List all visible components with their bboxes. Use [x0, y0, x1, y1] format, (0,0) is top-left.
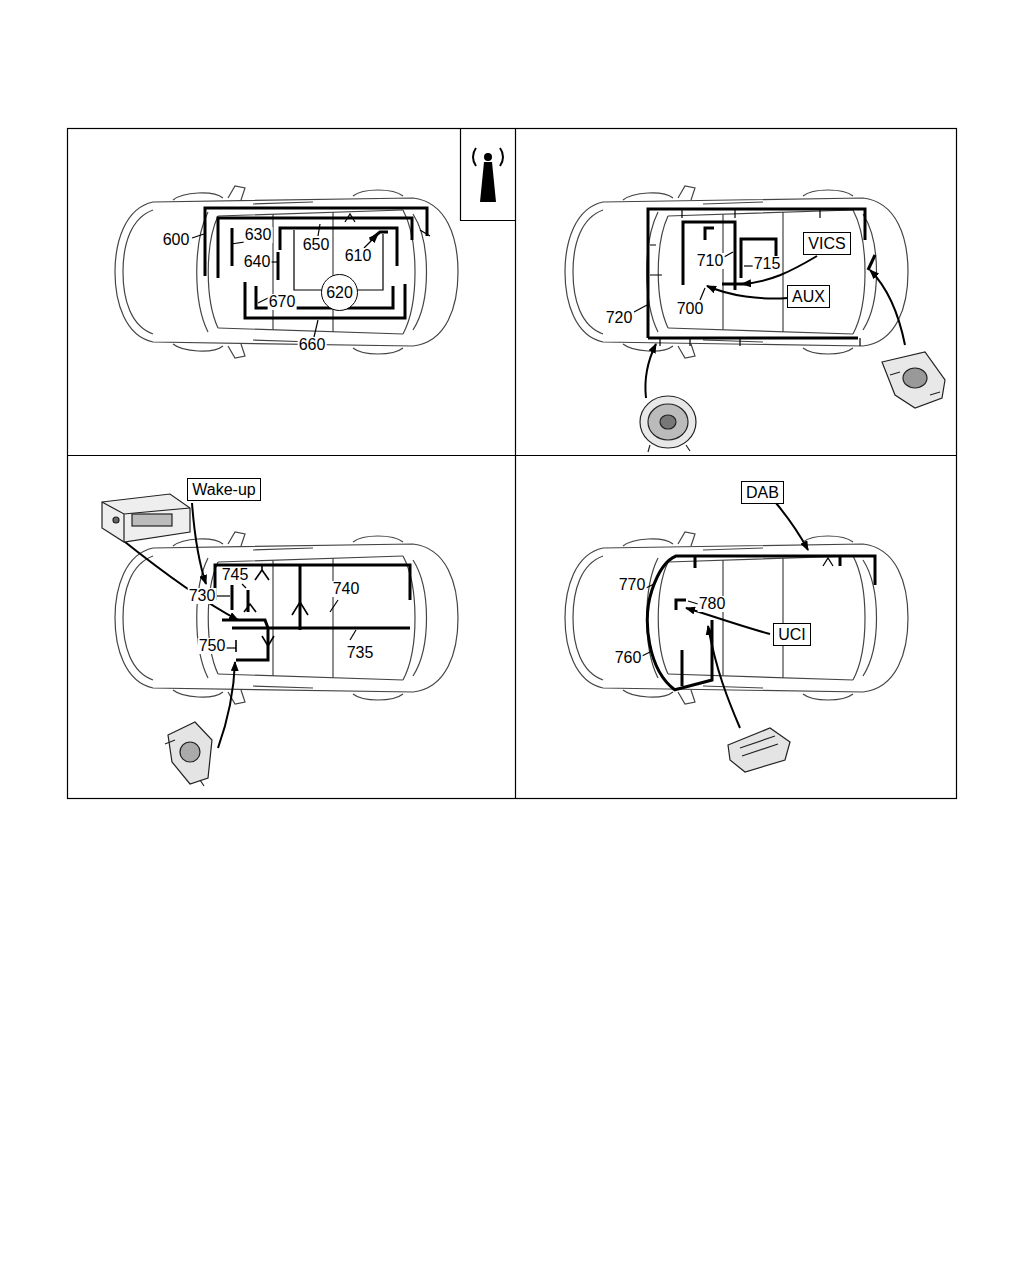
callout-circle: 620 — [321, 274, 358, 311]
callout-number: 770 — [618, 577, 647, 593]
box-label: DAB — [746, 485, 779, 501]
callout-number: 750 — [198, 638, 227, 654]
signal-box: DAB — [741, 481, 784, 504]
callout-number: 650 — [302, 237, 331, 253]
box-label: VICS — [808, 236, 845, 252]
callout-number: 730 — [188, 588, 217, 604]
signal-box: Wake-up — [187, 478, 261, 501]
callout-number: 630 — [244, 227, 273, 243]
callout-number: 620 — [326, 285, 353, 301]
callout-number: 740 — [332, 581, 361, 597]
callout-number: 715 — [753, 256, 782, 272]
signal-box: AUX — [787, 285, 830, 308]
signal-box: UCI — [773, 623, 811, 646]
signal-box: VICS — [803, 232, 851, 255]
box-label: UCI — [778, 627, 806, 643]
callout-number: 745 — [221, 567, 250, 583]
callout-number: 640 — [243, 254, 272, 270]
box-label: AUX — [792, 289, 825, 305]
callout-number: 735 — [346, 645, 375, 661]
callout-number: 600 — [162, 232, 191, 248]
callout-number: 720 — [605, 310, 634, 326]
callout-number: 780 — [698, 596, 727, 612]
callout-number: 700 — [676, 301, 705, 317]
callout-number: 710 — [696, 253, 725, 269]
callout-number: 610 — [344, 248, 373, 264]
callout-number: 670 — [268, 294, 297, 310]
callout-number: 760 — [614, 650, 643, 666]
callout-number: 660 — [298, 337, 327, 353]
box-label: Wake-up — [192, 482, 255, 498]
